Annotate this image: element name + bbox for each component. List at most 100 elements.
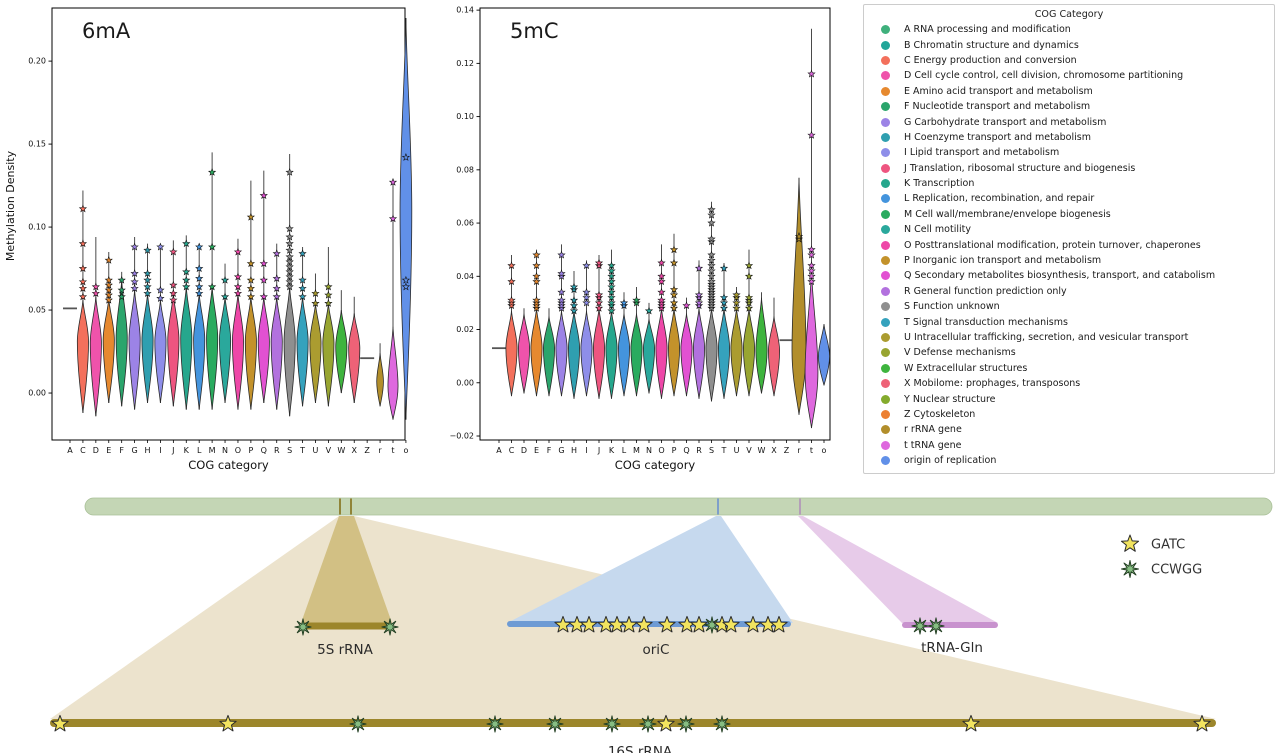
outlier-star (298, 284, 307, 292)
legend-item-label: E Amino acid transport and metabolism (904, 85, 1093, 97)
legend-item-label: N Cell motility (904, 224, 971, 236)
outlier-star (557, 301, 566, 310)
legend-dot-icon (881, 117, 890, 127)
outlier-star (233, 272, 243, 281)
outlier-star (130, 242, 139, 251)
ccwgg-motif-marker (677, 715, 695, 733)
y-tick-label: 0.08 (456, 165, 474, 174)
chromosome-bar (84, 497, 1273, 516)
x-tick-label: Z (784, 446, 790, 455)
outlier-star (807, 69, 816, 78)
cog-legend-item-H: H Coenzyme transport and metabolism (864, 130, 1274, 145)
violin-6mA-T (296, 246, 309, 407)
x-tick-label: K (609, 446, 615, 455)
outlier-star (807, 277, 816, 286)
violin-body (270, 296, 283, 410)
outlier-star (694, 263, 704, 272)
outlier-star (220, 292, 230, 301)
legend-dot-icon (881, 102, 890, 112)
outlier-star (401, 275, 411, 284)
ccwgg-motif-marker (546, 715, 564, 733)
ccwgg-motif-marker (1121, 560, 1139, 578)
outlier-star (594, 293, 604, 302)
outlier-star (569, 306, 579, 315)
outlier-star (285, 167, 294, 176)
violin-6mA-X (348, 296, 361, 404)
outlier-star (91, 282, 100, 291)
violin-body (755, 297, 768, 394)
outlier-star (582, 298, 591, 307)
violin-6mA-D (89, 237, 102, 417)
x-tick-label: D (93, 446, 99, 455)
outlier-star (657, 258, 666, 267)
legend-dot-icon (881, 440, 890, 450)
outlier-star (719, 303, 729, 312)
outlier-star (143, 269, 152, 278)
outlier-star (104, 280, 113, 289)
legend-dot-icon (881, 256, 890, 266)
outlier-star (607, 301, 616, 310)
violin-5mC-R (692, 260, 706, 399)
outlier-star (807, 266, 816, 275)
outlier-star (594, 298, 604, 307)
legend-dot-icon (881, 55, 890, 65)
x-tick-label: N (646, 446, 652, 455)
outlier-star (619, 298, 629, 307)
violin-body (680, 313, 693, 397)
violin-5mC-X (767, 297, 781, 397)
gatc-motif-marker (620, 615, 638, 633)
outlier-star (259, 292, 268, 301)
violin-body (567, 310, 581, 399)
region-label: 16S rRNA (608, 744, 673, 753)
violin-body (206, 286, 219, 410)
outlier-star (807, 261, 816, 270)
violin-body (115, 280, 128, 407)
outlier-star (285, 277, 294, 286)
x-tick-label: T (721, 446, 727, 455)
outlier-star (285, 224, 294, 233)
panel-title: 5mC (510, 19, 558, 43)
violin-body (219, 296, 232, 404)
violin-6mA-C (76, 190, 89, 413)
ccwgg-motif-marker (486, 715, 504, 733)
outlier-star (657, 271, 666, 280)
outlier-star (532, 250, 541, 259)
outlier-star (557, 269, 566, 278)
cog-legend-item-P: P Inorganic ion transport and metabolism (864, 253, 1274, 268)
outlier-star (246, 212, 256, 221)
outlier-star (744, 295, 754, 304)
outlier-star (657, 277, 666, 286)
outlier-star (182, 275, 191, 284)
gatc-motif-marker (635, 615, 653, 633)
outlier-star (311, 289, 320, 297)
x-tick-label: F (547, 446, 552, 455)
outlier-star (807, 245, 816, 254)
x-tick-label: R (696, 446, 702, 455)
outlier-star (744, 271, 754, 280)
violin-5mC-W (755, 292, 768, 394)
gatc-motif-marker (690, 615, 708, 633)
x-tick-label: U (313, 446, 319, 455)
x-tick-label: Q (683, 446, 689, 455)
legend-item-label: K Transcription (904, 178, 975, 190)
x-tick-label: X (771, 446, 777, 455)
y-tick-label: 0.02 (456, 325, 474, 334)
outlier-star (207, 282, 217, 291)
y-tick-label: 0.14 (456, 6, 474, 15)
outlier-star (143, 289, 152, 297)
outlier-star (130, 284, 139, 292)
outlier-star (607, 261, 616, 270)
region-oriC: oriC (507, 615, 791, 658)
outlier-star (644, 306, 654, 315)
violin-6mA-F (115, 271, 128, 407)
legend-item-label: H Coenzyme transport and metabolism (904, 131, 1091, 143)
outlier-star (669, 303, 679, 312)
violin-body (141, 293, 154, 404)
cog-legend-item-D: D Cell cycle control, cell division, chr… (864, 68, 1274, 83)
outlier-star (707, 285, 716, 294)
violin-6mA-Q (257, 170, 270, 404)
y-tick-label: −0.02 (449, 432, 474, 441)
outlier-star (532, 295, 541, 304)
outlier-star (807, 271, 816, 280)
x-axis-title: COG category (188, 458, 269, 472)
